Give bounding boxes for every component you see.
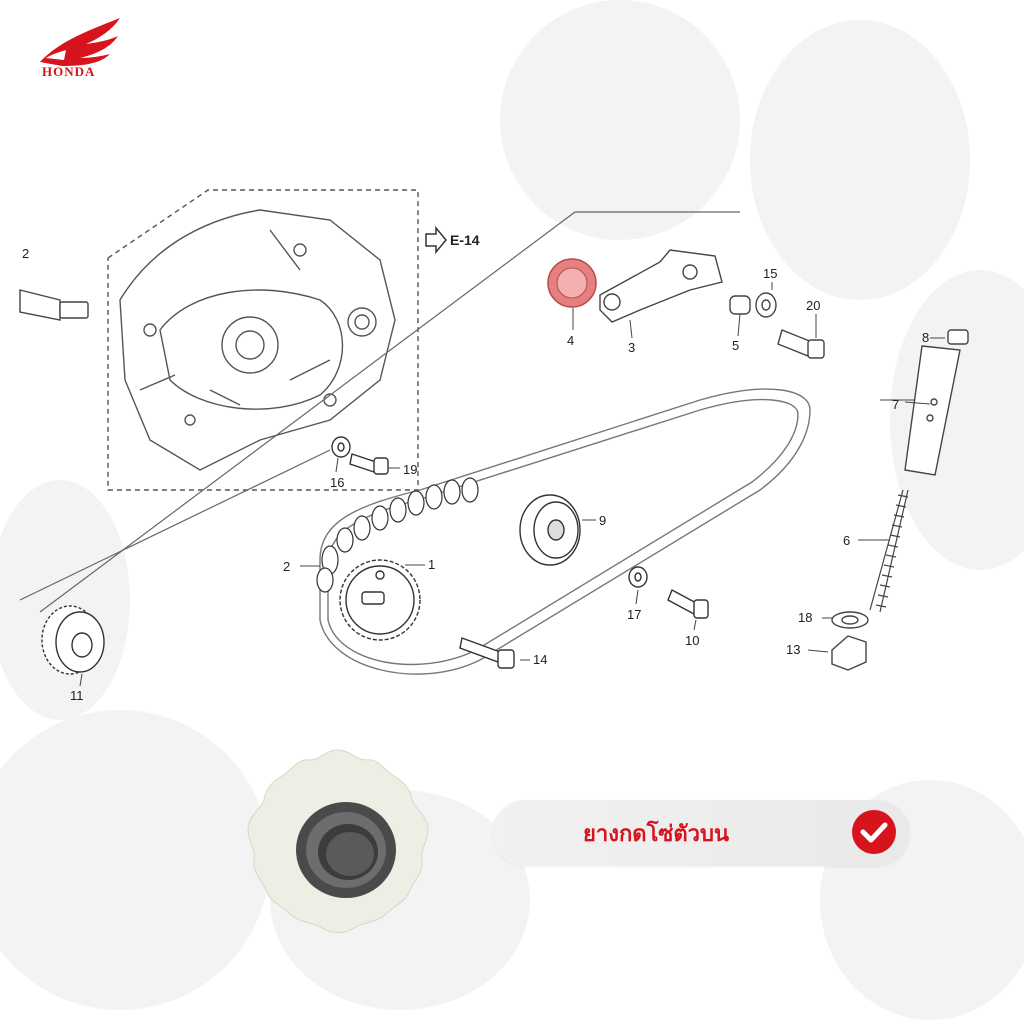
callout-15: 15 [763,266,778,281]
callout-6: 6 [843,533,851,548]
callout-20: 20 [806,298,821,313]
callout-1: 1 [428,557,436,572]
tensioner-pin [904,345,961,476]
reference-label: E-14 [450,232,480,248]
cam-sprocket [339,559,421,641]
part-name-badge: ยางกดโซ่ตัวบน [492,800,910,866]
callout-14: 14 [533,652,548,667]
bolt-2-left [19,289,89,321]
sprocket-bolt [459,637,515,669]
roller-product-photo [247,749,429,933]
callout-5: 5 [732,338,740,353]
callout-8: 8 [922,330,930,345]
callout-18: 18 [798,610,813,625]
callout-7: 7 [892,397,900,412]
callout-13: 13 [786,642,801,657]
callout-2: 2 [283,559,291,574]
case-bolt [331,436,389,475]
chain-tensioner-roller-highlight [547,258,597,308]
tensioner-arm [599,249,723,323]
small-hardware [729,292,969,359]
callout-9: 9 [599,513,607,528]
check-circle-icon [852,810,896,854]
callout-leaders [79,282,945,687]
callout-19: 19 [403,462,418,477]
part-name-text: ยางกดโซ่ตัวบน [583,821,729,847]
callout-3: 3 [628,340,636,355]
callout-17: 17 [627,607,642,622]
guide-roller [519,494,581,566]
callout-4: 4 [567,333,575,348]
plug-hardware [831,611,869,671]
honda-logo-text: HONDA [42,64,96,79]
callout-2-left: 2 [22,246,30,261]
crank-sprocket [41,605,105,675]
callout-10: 10 [685,633,700,648]
leader-lines [19,211,920,613]
crankcase-assembly [107,189,419,491]
honda-wing-logo [40,18,120,66]
reference-arrow [425,225,447,255]
tensioner-spring [869,489,909,613]
callout-16: 16 [330,475,345,490]
chain-links [316,477,479,593]
callout-11: 11 [70,688,84,703]
roller-bolt [628,566,709,619]
